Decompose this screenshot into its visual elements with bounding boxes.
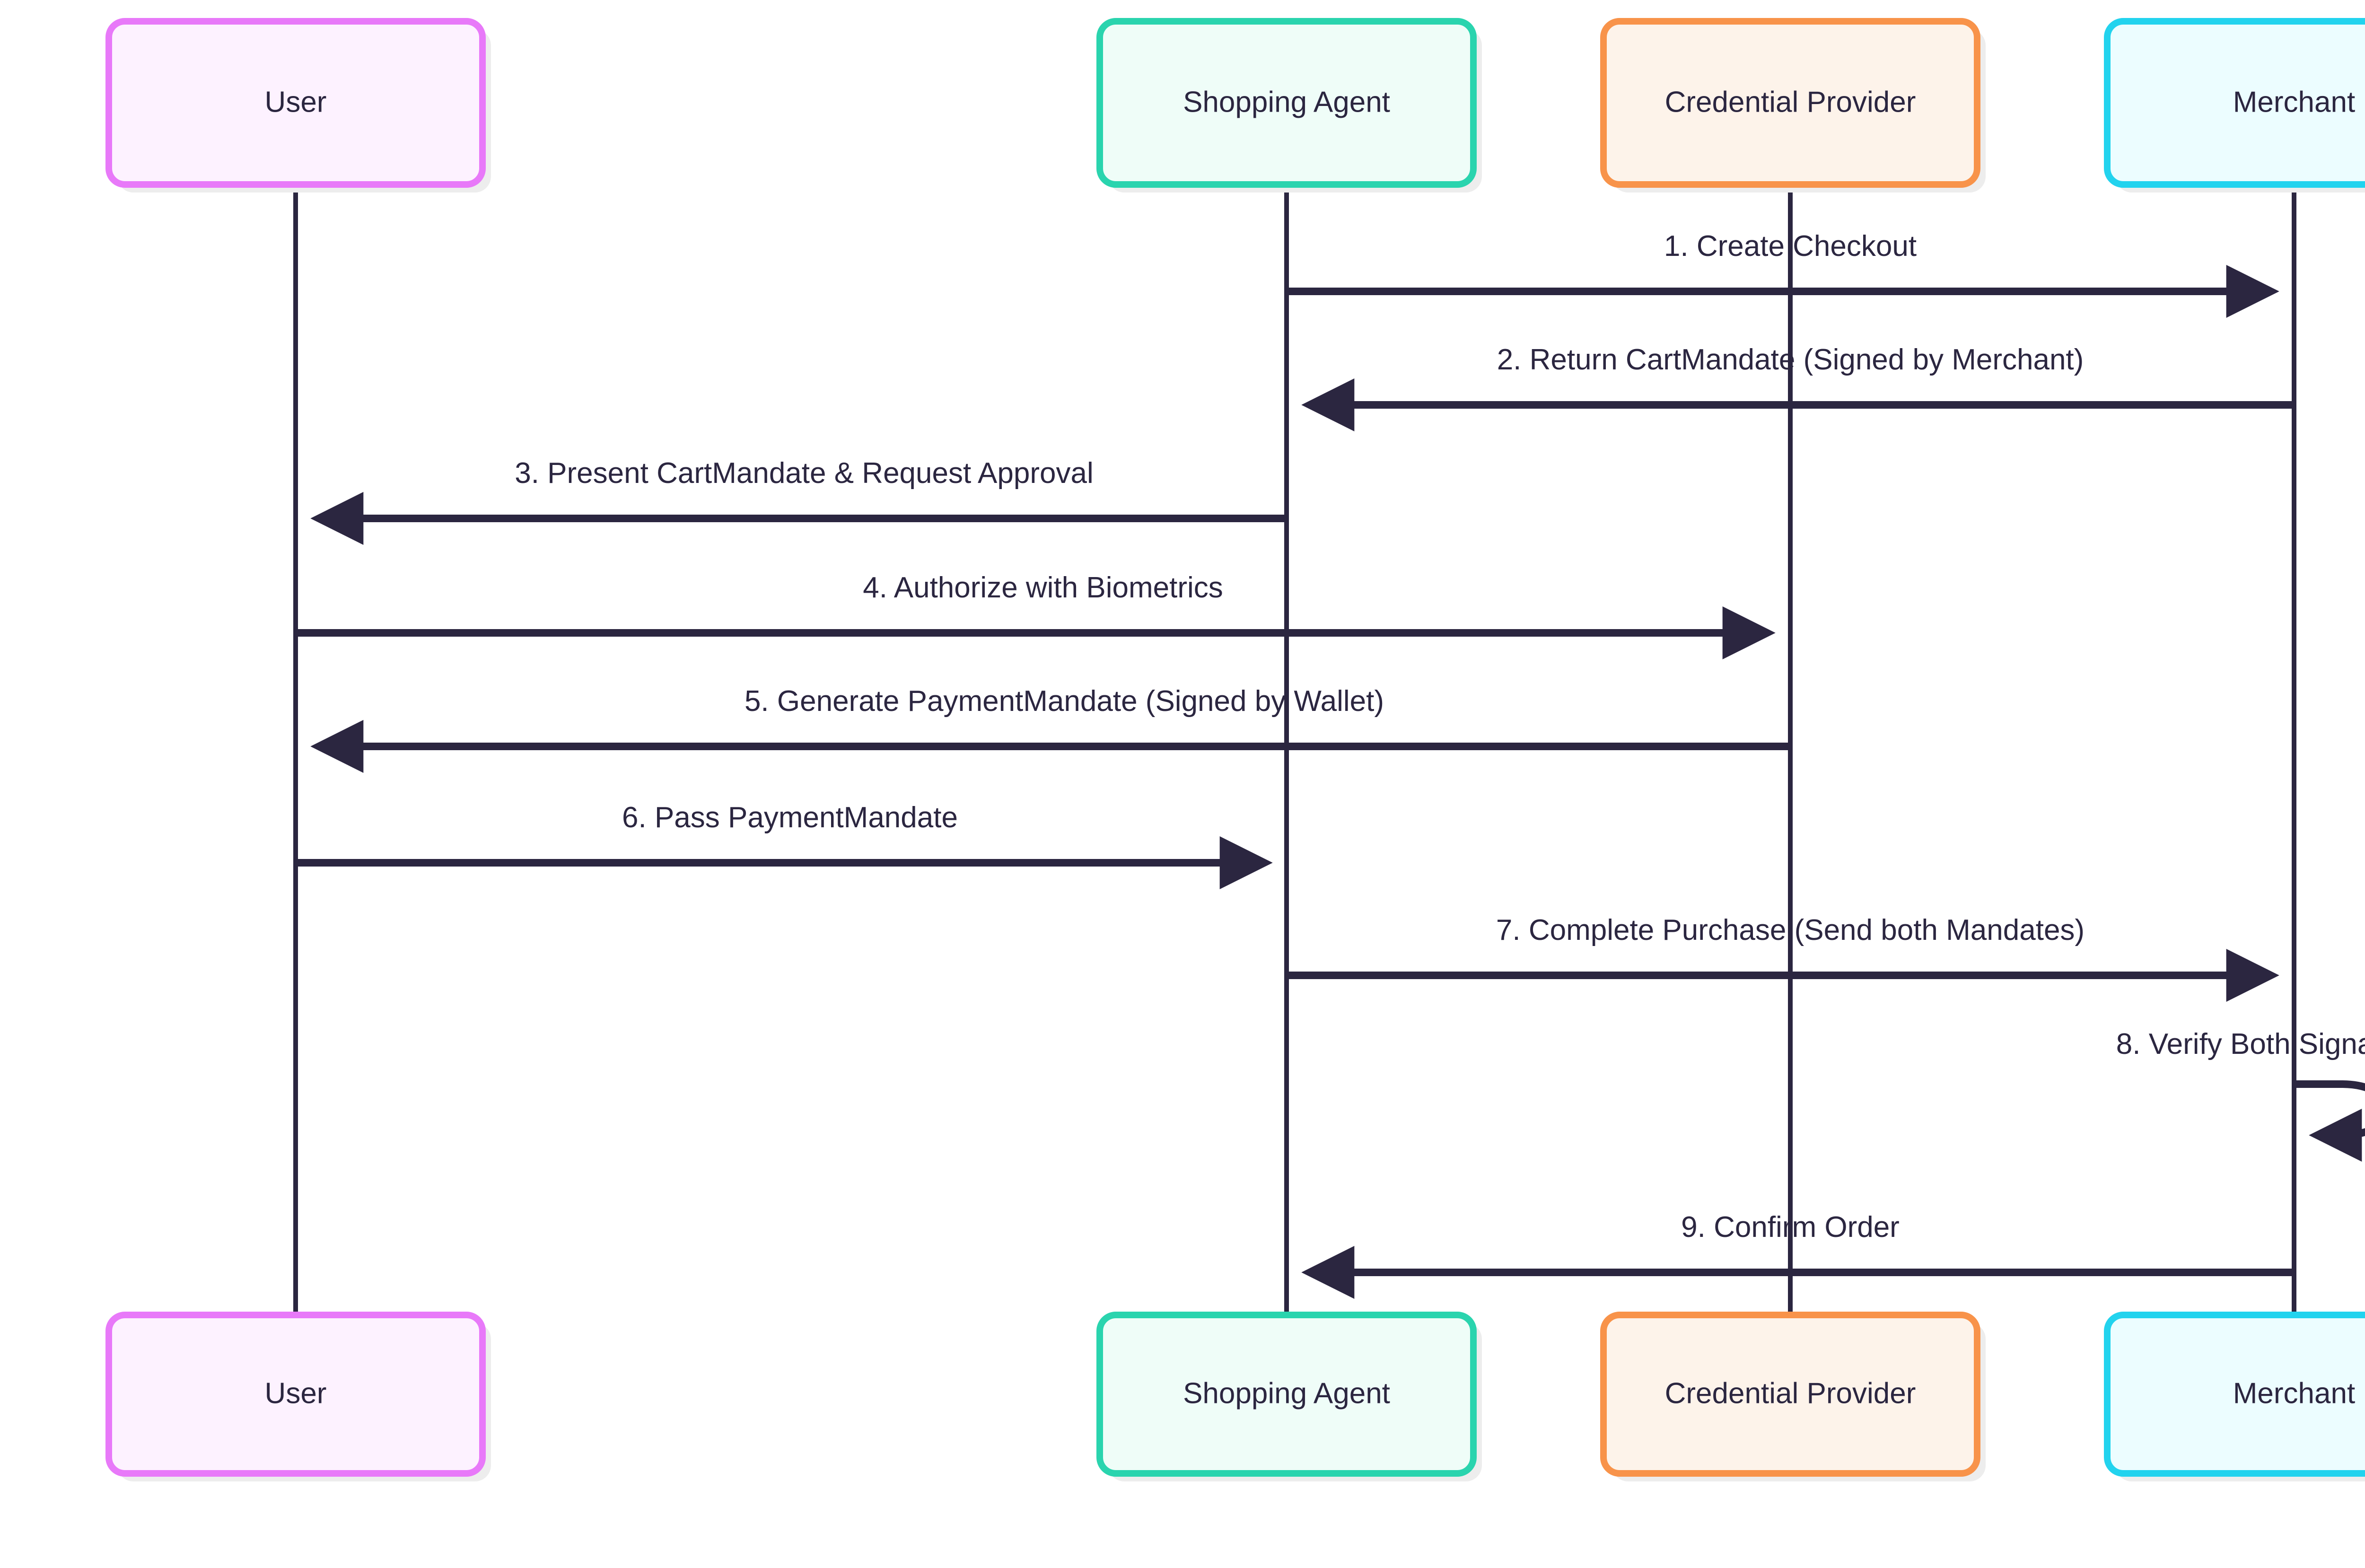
actor-box-rect-credential-provider-bottom[interactable]	[1600, 1312, 1980, 1477]
actor-box-rect-merchant-bottom[interactable]	[2104, 1312, 2365, 1477]
actor-box-rect-user-top[interactable]	[105, 18, 486, 188]
actor-label-user-top: User	[265, 86, 327, 118]
actor-box-credential-provider-top[interactable]: Credential Provider	[1600, 18, 1986, 193]
actor-box-rect-shopping-agent-bottom[interactable]	[1096, 1312, 1477, 1477]
actor-box-rect-merchant-top[interactable]	[2104, 18, 2365, 188]
actor-box-credential-provider-bottom[interactable]: Credential Provider	[1600, 1312, 1986, 1481]
actor-boxes-top: User Shopping Agent Credential Provider …	[105, 18, 2365, 193]
actor-label-credential-provider-top: Credential Provider	[1665, 86, 1916, 118]
message-arrow-8-self-loop	[2294, 1080, 2365, 1162]
actor-label-credential-provider-bottom: Credential Provider	[1665, 1377, 1916, 1410]
actor-box-merchant-bottom[interactable]: Merchant	[2104, 1312, 2365, 1481]
actor-box-shopping-agent-bottom[interactable]: Shopping Agent	[1096, 1312, 1482, 1481]
actor-box-shopping-agent-top[interactable]: Shopping Agent	[1096, 18, 1482, 193]
actor-box-rect-shopping-agent-top[interactable]	[1096, 18, 1477, 188]
actor-box-merchant-top[interactable]: Merchant	[2104, 18, 2365, 193]
message-label-7: 7. Complete Purchase (Send both Mandates…	[1496, 914, 2085, 946]
actor-label-user-bottom: User	[265, 1377, 327, 1410]
message-labels-group: 1. Create Checkout 2. Return CartMandate…	[515, 230, 2365, 1244]
message-label-6: 6. Pass PaymentMandate	[622, 801, 958, 834]
actor-label-shopping-agent-top: Shopping Agent	[1183, 86, 1390, 118]
actor-label-merchant-bottom: Merchant	[2233, 1377, 2355, 1410]
message-label-8: 8. Verify Both Signatures	[2116, 1028, 2365, 1060]
actor-box-user-top[interactable]: User	[105, 18, 491, 193]
actor-boxes-bottom: User Shopping Agent Credential Provider …	[105, 1312, 2365, 1481]
message-label-9: 9. Confirm Order	[1681, 1211, 1900, 1244]
messages-group	[296, 265, 2365, 1299]
actor-label-shopping-agent-bottom: Shopping Agent	[1183, 1377, 1390, 1410]
message-label-4: 4. Authorize with Biometrics	[863, 571, 1223, 604]
actor-box-user-bottom[interactable]: User	[105, 1312, 491, 1481]
message-label-1: 1. Create Checkout	[1664, 230, 1917, 263]
actor-box-rect-credential-provider-top[interactable]	[1600, 18, 1980, 188]
actor-box-rect-user-bottom[interactable]	[105, 1312, 486, 1477]
message-label-2: 2. Return CartMandate (Signed by Merchan…	[1497, 343, 2084, 376]
message-label-5: 5. Generate PaymentMandate (Signed by Wa…	[745, 685, 1384, 718]
actor-label-merchant-top: Merchant	[2233, 86, 2355, 118]
message-label-3: 3. Present CartMandate & Request Approva…	[515, 457, 1093, 490]
